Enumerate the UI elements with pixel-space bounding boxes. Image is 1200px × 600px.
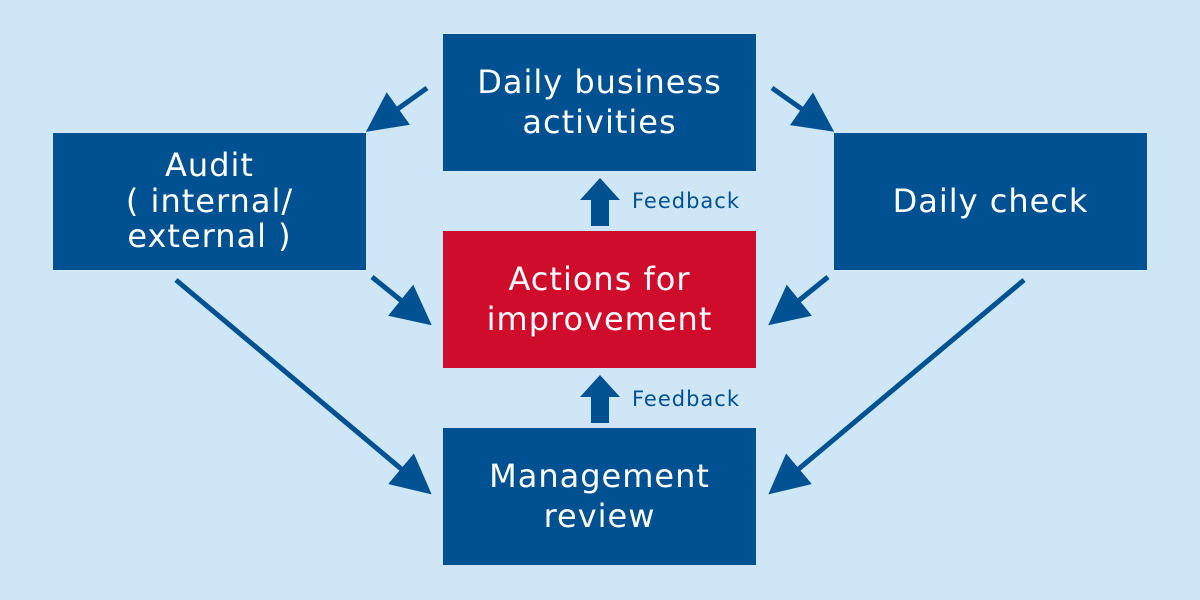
arrow-icon	[370, 275, 432, 326]
audit-box: Audit ( internal/ external )	[53, 133, 366, 270]
arrow-icon	[768, 275, 830, 326]
arrow-icon	[174, 278, 432, 495]
block-up-arrow-icon	[580, 375, 620, 423]
feedback-label-bottom: Feedback	[632, 387, 741, 411]
block-up-arrow-icon	[580, 178, 620, 226]
feedback-label-top: Feedback	[632, 189, 741, 213]
daily-check-box: Daily check	[834, 133, 1147, 270]
management-review-box: Management review	[443, 428, 756, 565]
arrow-icon	[770, 85, 835, 132]
arrow-icon	[365, 85, 429, 132]
arrow-icon	[768, 278, 1026, 495]
actions-for-improvement-box: Actions for improvement	[443, 231, 756, 368]
daily-business-activities-box: Daily business activities	[443, 34, 756, 171]
